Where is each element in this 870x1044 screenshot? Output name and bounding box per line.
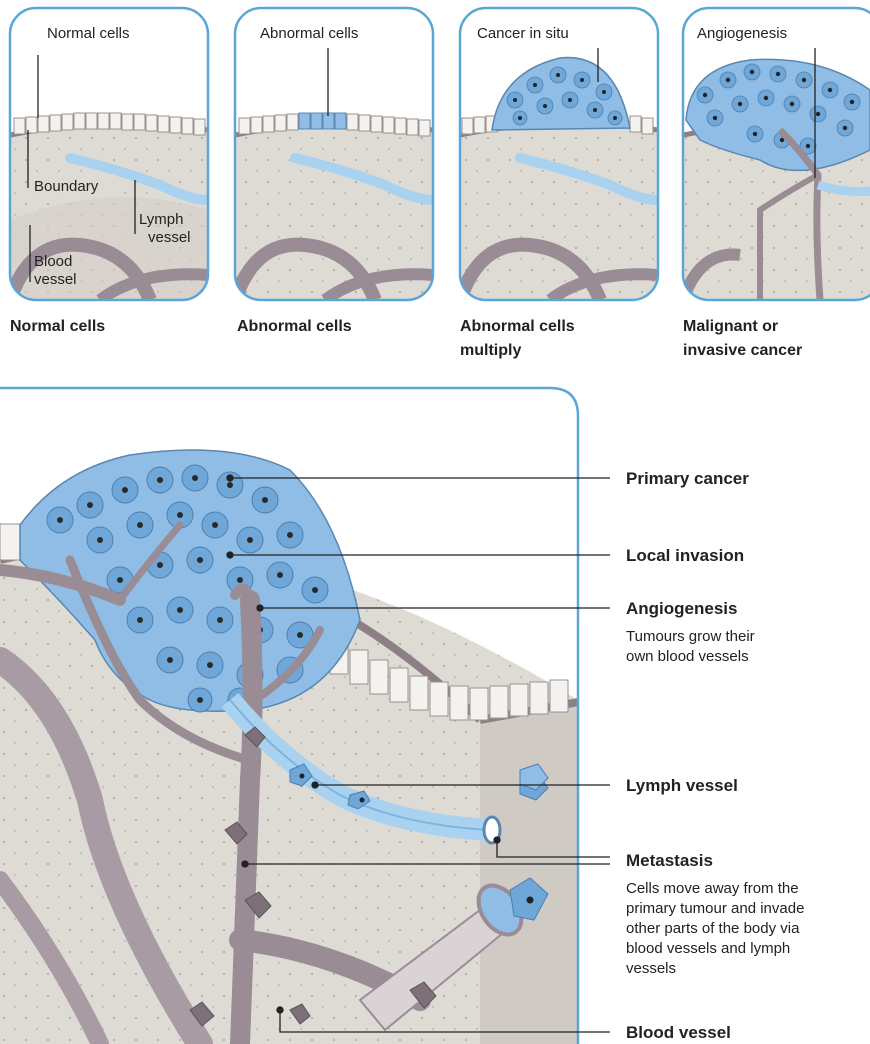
annotation-angiogenesis: Angiogenesis: [697, 25, 787, 42]
callout-metastasis-desc-5: vessels: [626, 960, 676, 977]
callout-angiogenesis: Angiogenesis: [626, 599, 737, 618]
callout-metastasis-desc-3: other parts of the body via: [626, 920, 800, 937]
abnormal-cell-cluster: [299, 113, 346, 129]
callout-lymph-vessel: Lymph vessel: [626, 776, 738, 795]
caption-abnormal-cells-multiply-1: Abnormal cells: [460, 318, 575, 335]
annotation-boundary: Boundary: [34, 178, 99, 195]
panel-captions: Normal cells Abnormal cells Abnormal cel…: [10, 318, 802, 359]
callout-metastasis-desc-2: primary tumour and invade: [626, 900, 804, 917]
main-callouts: Primary cancer Local invasion Angiogenes…: [626, 469, 804, 1042]
annotation-lymph: Lymph: [139, 211, 183, 228]
callout-angiogenesis-desc-1: Tumours grow their: [626, 628, 755, 645]
main-illustration: [0, 388, 578, 1044]
annotation-normal-cells: Normal cells: [47, 25, 130, 42]
annotation-blood-vessel: vessel: [34, 271, 77, 288]
caption-malignant-1: Malignant or: [683, 318, 778, 335]
annotation-cancer-in-situ: Cancer in situ: [477, 25, 569, 42]
annotation-abnormal-cells: Abnormal cells: [260, 25, 358, 42]
panel-angiogenesis: Angiogenesis: [683, 8, 870, 300]
annotation-lymph-vessel: vessel: [148, 229, 191, 246]
callout-metastasis-desc-1: Cells move away from the: [626, 880, 799, 897]
callout-metastasis: Metastasis: [626, 851, 713, 870]
annotation-blood: Blood: [34, 253, 72, 270]
callout-metastasis-desc-4: blood vessels and lymph: [626, 940, 790, 957]
panel-normal-cells: Normal cells Boundary Lymph vessel Blood…: [10, 8, 208, 300]
callout-local-invasion: Local invasion: [626, 546, 744, 565]
panel-cancer-in-situ: Cancer in situ: [460, 8, 658, 300]
caption-abnormal-cells: Abnormal cells: [237, 318, 352, 335]
callout-angiogenesis-desc-2: own blood vessels: [626, 648, 749, 665]
caption-malignant-2: invasive cancer: [683, 342, 802, 359]
callout-blood-vessel: Blood vessel: [626, 1023, 731, 1042]
caption-normal-cells: Normal cells: [10, 318, 105, 335]
callout-primary-cancer: Primary cancer: [626, 469, 749, 488]
caption-abnormal-cells-multiply-2: multiply: [460, 342, 521, 359]
panel-abnormal-cells: Abnormal cells: [235, 8, 433, 300]
